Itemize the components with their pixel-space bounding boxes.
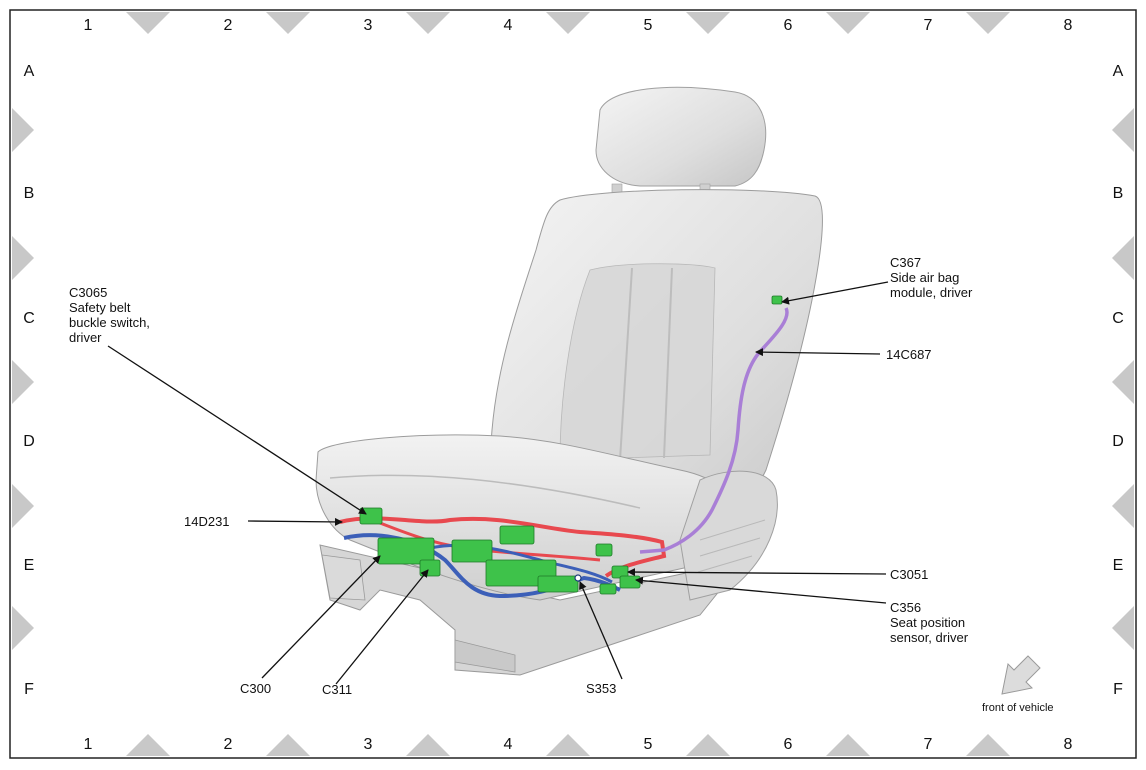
splice-s353 <box>574 574 582 582</box>
svg-text:Seat position: Seat position <box>890 615 965 630</box>
harness-red <box>339 516 667 578</box>
callout-c300: C300 <box>240 681 271 696</box>
col-label: 3 <box>364 736 373 753</box>
callout-c3051: C3051 <box>890 567 928 582</box>
connector-c367 <box>771 295 783 305</box>
callout-14c687: 14C687 <box>886 347 932 362</box>
svg-text:C3065: C3065 <box>69 285 107 300</box>
col-label: 6 <box>784 17 793 34</box>
front-arrow-icon <box>1001 655 1041 695</box>
row-label: A <box>1113 63 1124 80</box>
col-label: 8 <box>1064 17 1073 34</box>
row-labels-left: A B C D E F <box>23 63 35 698</box>
seat-illustration <box>315 86 823 676</box>
connector-c300 <box>377 537 435 565</box>
col-label: 4 <box>504 17 513 34</box>
connector-c356 <box>619 575 641 589</box>
svg-text:Safety belt: Safety belt <box>69 300 131 315</box>
col-label: 1 <box>84 17 93 34</box>
column-labels-bottom: 1 2 3 4 5 6 7 8 <box>84 736 1073 753</box>
svg-text:sensor, driver: sensor, driver <box>890 630 969 645</box>
svg-text:module, driver: module, driver <box>890 285 973 300</box>
leader-lines <box>107 281 889 685</box>
front-of-vehicle-label: front of vehicle <box>982 702 1054 714</box>
row-label: C <box>23 310 35 327</box>
column-markers <box>126 12 1010 756</box>
callout-14d231: 14D231 <box>184 514 230 529</box>
callout-s353: S353 <box>586 681 616 696</box>
row-label: D <box>23 433 35 450</box>
harness-purple <box>639 307 789 554</box>
connector-c311 <box>419 559 441 577</box>
row-label: B <box>24 185 35 202</box>
col-label: 1 <box>84 736 93 753</box>
svg-text:Side air bag: Side air bag <box>890 270 959 285</box>
callout-c356: C356 Seat position sensor, driver <box>890 600 969 645</box>
row-label: E <box>24 557 35 574</box>
col-label: 2 <box>224 736 233 753</box>
connector-c3065 <box>359 507 383 525</box>
row-label: D <box>1112 433 1124 450</box>
row-labels-right: A B C D E F <box>1112 63 1124 698</box>
row-label: F <box>1113 681 1123 698</box>
row-label: F <box>24 681 34 698</box>
svg-text:C356: C356 <box>890 600 921 615</box>
row-label: B <box>1113 185 1124 202</box>
wiring-harness <box>339 295 789 599</box>
column-labels-top: 1 2 3 4 5 6 7 8 <box>84 17 1073 34</box>
col-label: 5 <box>644 736 653 753</box>
col-label: 8 <box>1064 736 1073 753</box>
row-markers <box>12 108 1134 650</box>
row-label: E <box>1113 557 1124 574</box>
front-of-vehicle-indicator: front of vehicle <box>982 655 1054 714</box>
col-label: 7 <box>924 736 933 753</box>
col-label: 2 <box>224 17 233 34</box>
connectors <box>359 295 783 595</box>
headrest <box>595 86 767 187</box>
side-trim <box>679 470 778 601</box>
svg-text:buckle switch,: buckle switch, <box>69 315 150 330</box>
col-label: 6 <box>784 736 793 753</box>
callout-c311: C311 <box>322 682 352 697</box>
svg-text:driver: driver <box>69 330 102 345</box>
col-label: 3 <box>364 17 373 34</box>
row-label: C <box>1112 310 1124 327</box>
callout-c3065: C3065 Safety belt buckle switch, driver <box>69 285 150 345</box>
row-label: A <box>24 63 35 80</box>
callout-c367: C367 Side air bag module, driver <box>890 255 973 300</box>
col-label: 7 <box>924 17 933 34</box>
svg-text:C367: C367 <box>890 255 921 270</box>
col-label: 4 <box>504 736 513 753</box>
col-label: 5 <box>644 17 653 34</box>
